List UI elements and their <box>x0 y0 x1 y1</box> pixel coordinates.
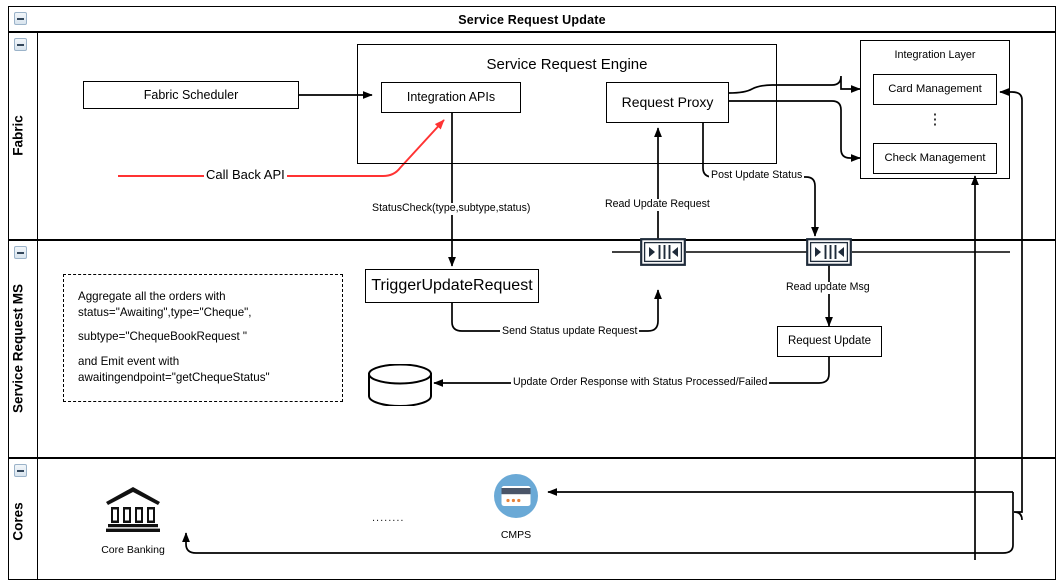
request-proxy-node[interactable]: Request Proxy <box>606 82 729 123</box>
lane-cores <box>8 458 1056 580</box>
minus-box-icon-pool[interactable] <box>14 12 27 25</box>
edge-label-read-update-msg: Read update Msg <box>784 281 872 294</box>
note-line-3: and Emit event with awaitingendpoint="ge… <box>78 354 270 384</box>
edge-label-post-update-status: Post Update Status <box>709 169 805 182</box>
integration-apis-node[interactable]: Integration APIs <box>381 82 521 113</box>
lane-cores-header <box>8 458 38 580</box>
integration-layer-title: Integration Layer <box>894 49 976 61</box>
integration-layer-group <box>860 40 1010 179</box>
aggregate-note: Aggregate all the orders with status="Aw… <box>63 274 343 402</box>
edge-label-read-update-request: Read Update Request <box>603 198 712 211</box>
bank-building-icon[interactable] <box>103 485 163 538</box>
message-queue-icon-right[interactable] <box>806 238 852 271</box>
card-management-node[interactable]: Card Management <box>873 74 997 105</box>
cores-ellipsis: ........ <box>372 512 405 524</box>
edge-to-core-banking <box>182 492 1014 554</box>
edge-proxy-to-card <box>728 75 861 94</box>
edge-label-update-order-response: Update Order Response with Status Proces… <box>511 376 770 389</box>
minus-box-icon-ms[interactable] <box>14 246 27 259</box>
database-cylinder-icon[interactable] <box>367 363 433 411</box>
message-queue-icon-left[interactable] <box>640 238 686 271</box>
credit-card-circle-icon[interactable] <box>493 473 539 524</box>
edge-update-order-response <box>433 357 830 387</box>
edge-label-status-check: StatusCheck(type,subtype,status) <box>370 202 533 215</box>
cmps-label: CMPS <box>500 529 532 541</box>
vertical-ellipsis-icon: ⋮ <box>927 111 943 128</box>
edge-bottom-to-card <box>999 88 1023 521</box>
pool-header: Service Request Update <box>8 6 1056 32</box>
minus-box-icon-fabric[interactable] <box>14 38 27 51</box>
note-line-2: subtype="ChequeBookRequest " <box>78 330 248 344</box>
edge-call-back-api <box>118 119 445 177</box>
edge-proxy-to-check <box>729 100 861 162</box>
edge-label-send-status-update-request: Send Status update Request <box>500 325 640 338</box>
minus-box-icon-cores[interactable] <box>14 464 27 477</box>
fabric-scheduler-node[interactable]: Fabric Scheduler <box>83 81 299 109</box>
lane-service-request-ms-header <box>8 240 38 458</box>
lane-fabric-header <box>8 32 38 240</box>
page-title: Service Request Update <box>458 13 606 27</box>
request-update-node[interactable]: Request Update <box>777 326 882 357</box>
service-request-engine-title: Service Request Engine <box>486 56 648 73</box>
note-line-1: Aggregate all the orders with status="Aw… <box>78 290 252 319</box>
service-request-engine-group <box>357 44 777 164</box>
edge-label-call-back-api: Call Back API <box>204 167 287 183</box>
edge-cores-return-path-helper <box>186 520 1013 551</box>
core-banking-label: Core Banking <box>101 544 165 556</box>
trigger-update-request-node[interactable]: TriggerUpdateRequest <box>365 269 539 303</box>
check-management-node[interactable]: Check Management <box>873 143 997 174</box>
